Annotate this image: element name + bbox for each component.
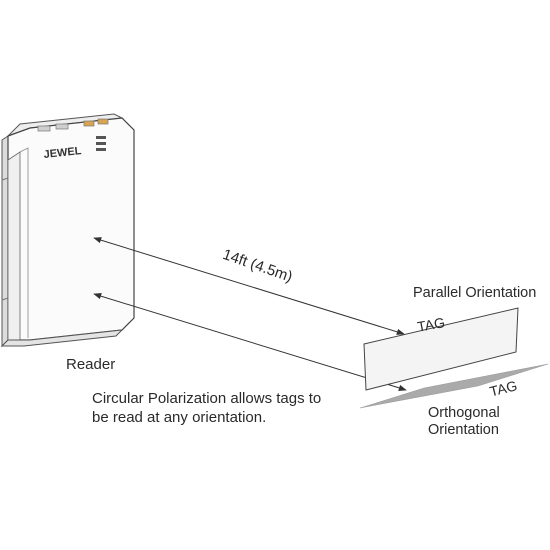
caption-text: Circular Polarization allows tags to be …: [92, 390, 322, 426]
reader-led: [96, 142, 106, 145]
orthogonal-label-line1: Orthogonal: [428, 405, 500, 421]
orthogonal-tag: [359, 363, 549, 409]
orthogonal-orientation-label: Orthogonal Orientation: [428, 405, 500, 439]
reader-port: [97, 118, 109, 125]
reader-port: [37, 125, 51, 132]
reader-notch: [1, 177, 9, 181]
reader-port: [55, 123, 69, 130]
parallel-tag: [363, 307, 519, 391]
parallel-orientation-label: Parallel Orientation: [413, 285, 537, 301]
reader-notch: [1, 297, 9, 301]
reader-port: [83, 120, 95, 127]
orthogonal-label-line2: Orientation: [428, 422, 499, 438]
distance-arrow-lower: [93, 293, 407, 391]
reader-label: Reader: [66, 356, 116, 373]
reader-bevel: [7, 151, 21, 341]
reader-side-panel: [1, 135, 9, 348]
reader-device: JEWEL: [0, 113, 135, 348]
distance-arrow-upper: [93, 237, 405, 335]
reader-logo: JEWEL: [43, 145, 82, 161]
reader-led: [96, 148, 106, 151]
reader-inner-edge: [19, 147, 29, 338]
reader-led: [96, 136, 106, 139]
